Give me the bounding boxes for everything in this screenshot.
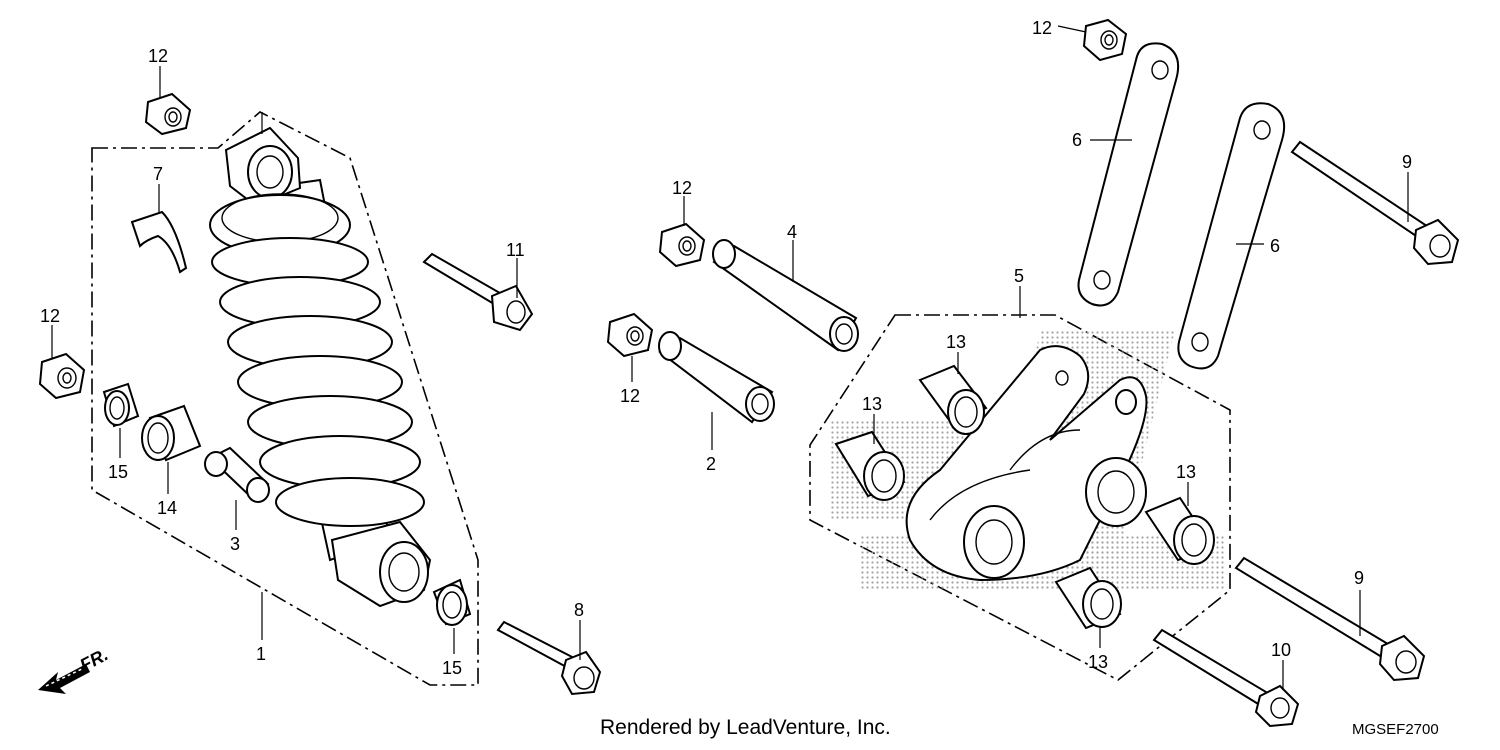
part-5-cushion-arm [905, 345, 1148, 582]
part-3-collar [204, 446, 270, 503]
callout-12: 12 [40, 306, 60, 326]
callout-6: 6 [1072, 130, 1082, 150]
part-12-nut-top-right [1082, 18, 1128, 62]
callout-labels: 12 7 12 15 14 3 1 15 11 8 12 12 4 2 5 13… [40, 18, 1412, 678]
callout-7: 7 [153, 164, 163, 184]
leader-lines [51, 25, 1409, 690]
part-6-rod-lower [1177, 102, 1286, 370]
part-8-bolt [496, 620, 602, 696]
part-15-dust-seal-bottom [432, 578, 472, 626]
callout-13: 13 [1088, 652, 1108, 672]
callout-13: 13 [1176, 462, 1196, 482]
callout-11: 11 [506, 240, 525, 260]
callout-10: 10 [1271, 640, 1291, 660]
part-13-bearing-upper [918, 364, 988, 435]
part-6-rod-upper [1077, 42, 1180, 307]
callout-12: 12 [148, 46, 168, 66]
callout-4: 4 [787, 222, 797, 242]
callout-15: 15 [108, 462, 128, 482]
part-12-nut-center-upper [658, 222, 706, 268]
callout-8: 8 [574, 600, 584, 620]
callout-15: 15 [442, 658, 462, 678]
part-15-dust-seal-left [102, 382, 140, 428]
part-13-bearing-left [834, 430, 906, 501]
callout-3: 3 [230, 534, 240, 554]
part-9-bolt-upper [1290, 140, 1460, 266]
callout-6: 6 [1270, 236, 1280, 256]
callout-5: 5 [1014, 266, 1024, 286]
callout-9: 9 [1354, 568, 1364, 588]
callout-14: 14 [157, 498, 177, 518]
part-12-nut-left [38, 352, 86, 400]
callout-1: 1 [256, 644, 266, 664]
part-9-bolt-lower [1234, 556, 1426, 682]
part-7-label-sticker [130, 210, 188, 274]
front-direction-arrow: FR. [38, 644, 111, 694]
shock-group-boundary [91, 111, 479, 686]
callout-13: 13 [946, 332, 966, 352]
part-2-collar [658, 331, 775, 424]
part-13-bearing-right [1144, 496, 1215, 565]
part-13-bearing-bottom [1054, 566, 1122, 630]
callout-12: 12 [1032, 18, 1052, 38]
part-12-nut-center-lower [606, 312, 654, 358]
part-12-nut-top-left [144, 92, 192, 136]
callout-12: 12 [672, 178, 692, 198]
part-4-collar [712, 239, 859, 352]
callout-13: 13 [862, 394, 882, 414]
link-group-boundary [809, 314, 1231, 681]
callout-2: 2 [706, 454, 716, 474]
part-1-rear-shock-absorber [209, 126, 432, 608]
part-10-bolt [1152, 628, 1300, 728]
callout-12: 12 [620, 386, 640, 406]
footer-credit: Rendered by LeadVenture, Inc. [600, 716, 891, 739]
part-11-bolt [422, 252, 534, 332]
callout-9: 9 [1402, 152, 1412, 172]
part-14-needle-bearing [141, 404, 202, 462]
diagram-code: MGSEF2700 [1352, 721, 1439, 738]
